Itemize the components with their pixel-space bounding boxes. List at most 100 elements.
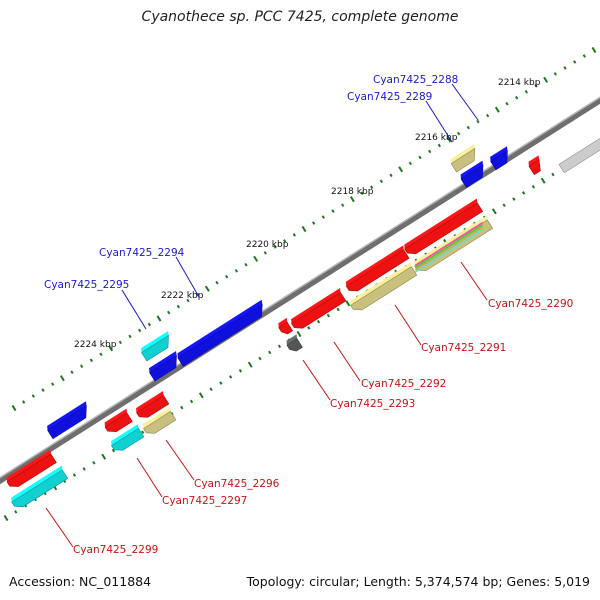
tick-mark: [296, 330, 302, 338]
gene-cyan7425-2291-top-face: [350, 262, 412, 306]
tick-mark: [408, 161, 412, 166]
tick-mark: [418, 155, 422, 160]
gene-cyan7425-2294[interactable]: [177, 303, 263, 367]
gene-label-cyan7425-2289[interactable]: Cyan7425_2289: [347, 91, 432, 103]
gene-cyan7425-2299-top-face: [11, 465, 63, 503]
gene-cyan7425-2294-top-face: [177, 299, 263, 358]
gene-cyan7425-2290-top-face: [404, 198, 478, 250]
kbp-label: 2216 kbp: [415, 133, 458, 143]
gene-red-mid[interactable]: [291, 292, 347, 329]
tick-mark: [258, 356, 262, 361]
tick-mark: [59, 375, 65, 382]
tick-mark: [531, 184, 536, 189]
tick-mark: [225, 274, 229, 279]
gene-label-cyan7425-2295[interactable]: Cyan7425_2295: [44, 279, 129, 291]
gene-cyan7425-2288[interactable]: [490, 150, 508, 171]
gene-2288-olive-top-face: [450, 144, 475, 164]
tick-mark: [198, 392, 204, 399]
tick-mark: [476, 119, 480, 124]
gene-label-cyan7425-2293[interactable]: Cyan7425_2293: [330, 398, 415, 410]
gene-label-cyan7425-2297[interactable]: Cyan7425_2297: [162, 495, 247, 507]
tick-mark: [379, 179, 383, 184]
tick-mark: [437, 143, 441, 148]
gene-label-cyan7425-2292[interactable]: Cyan7425_2292: [361, 378, 446, 390]
gene-red-left[interactable]: [6, 453, 57, 487]
tick-mark: [466, 125, 470, 130]
tick-mark: [316, 319, 321, 324]
gene-cyan7425-2289[interactable]: [460, 164, 484, 188]
tick-mark: [138, 328, 142, 333]
tick-mark: [189, 399, 194, 404]
tick-mark: [238, 368, 243, 373]
tick-mark: [147, 322, 151, 327]
tick-mark: [128, 334, 132, 339]
tick-mark: [70, 370, 74, 375]
gene-cyan7425-2288-top-face: [490, 146, 508, 162]
gene-label-cyan7425-2296[interactable]: Cyan7425_2296: [194, 478, 280, 490]
tick-mark: [360, 191, 364, 196]
gene-blue-mid[interactable]: [149, 354, 177, 382]
tick-mark: [370, 185, 374, 190]
tick-mark: [111, 448, 116, 453]
gene-red-small[interactable]: [278, 321, 293, 335]
tick-mark: [505, 101, 509, 106]
tick-mark: [180, 405, 184, 410]
kbp-label: 2218 kbp: [331, 187, 374, 197]
tick-mark: [502, 203, 506, 208]
gene-label-cyan7425-2290[interactable]: Cyan7425_2290: [488, 298, 573, 310]
tick-mark: [573, 60, 577, 64]
gene-red-right-top-face: [528, 155, 540, 167]
tick-mark: [99, 352, 103, 357]
tick-mark: [524, 89, 528, 94]
kbp-label: 2220 kbp: [246, 240, 289, 250]
gene-red-right[interactable]: [528, 159, 541, 176]
gene-blue-left[interactable]: [47, 405, 87, 440]
tick-mark: [515, 95, 519, 100]
gene-cyan7425-2296[interactable]: [136, 395, 170, 418]
gene-red-2297[interactable]: [104, 412, 133, 432]
gene-cyan7425-2293[interactable]: [286, 338, 303, 352]
tick-mark: [108, 345, 114, 352]
tick-mark: [101, 453, 107, 460]
gene-blue-mid-top-face: [149, 350, 177, 373]
domain-stripe: [414, 226, 484, 271]
tick-mark: [51, 382, 55, 386]
tick-mark: [551, 172, 555, 177]
tick-mark: [398, 166, 404, 173]
gene-cyan7425-2292[interactable]: [345, 249, 410, 292]
tick-mark: [22, 400, 26, 404]
genome-summary-text: Topology: circular; Length: 5,374,574 bp…: [246, 574, 590, 589]
gene-cyan7425-2297[interactable]: [111, 428, 145, 451]
tick-mark: [307, 326, 311, 330]
domain-stripe: [414, 228, 484, 273]
tick-mark: [141, 430, 145, 434]
tick-mark: [89, 358, 93, 363]
tick-mark: [494, 106, 500, 113]
gene-label-cyan7425-2288[interactable]: Cyan7425_2288: [373, 74, 458, 86]
tick-mark: [244, 262, 248, 267]
gene-cyan7425-2290[interactable]: [404, 202, 484, 255]
tick-mark: [80, 364, 84, 369]
gene-gray-right[interactable]: [558, 137, 600, 174]
gene-cyan7425-2293-top-face: [286, 334, 298, 346]
gene-cyan7425-2297-top-face: [111, 423, 139, 446]
gene-red-mid-top-face: [291, 288, 341, 324]
gene-cyan7425-2296-b[interactable]: [143, 411, 177, 434]
gene-cyan7425-2295[interactable]: [141, 334, 169, 362]
tick-mark: [167, 310, 171, 315]
tick-row-plus: [11, 46, 597, 412]
gene-label-cyan7425-2294[interactable]: Cyan7425_2294: [99, 247, 185, 259]
tick-mark: [72, 473, 77, 477]
gene-cyan7425-2291[interactable]: [350, 266, 418, 311]
gene-label-cyan7425-2291[interactable]: Cyan7425_2291: [421, 342, 506, 354]
tick-mark: [389, 173, 393, 178]
tick-mark: [31, 394, 35, 398]
tick-mark: [331, 209, 335, 213]
gene-2288-olive[interactable]: [450, 147, 476, 173]
tick-mark: [563, 66, 567, 70]
tick-mark: [14, 510, 18, 514]
gene-cyan7425-2299[interactable]: [11, 469, 69, 508]
tick-mark: [273, 245, 277, 249]
gene-label-cyan7425-2299[interactable]: Cyan7425_2299: [73, 544, 158, 556]
accession-text: Accession: NC_011884: [9, 574, 152, 589]
